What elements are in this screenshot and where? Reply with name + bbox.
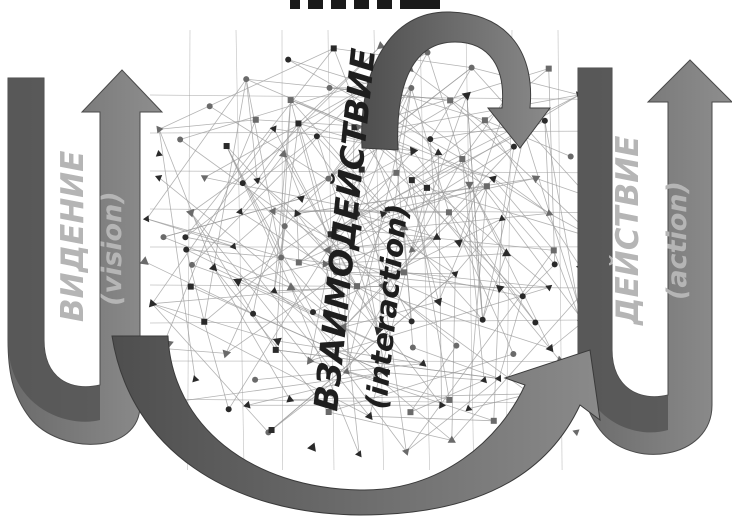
network-node: [407, 409, 413, 415]
network-node: [296, 259, 302, 265]
network-link: [427, 188, 595, 239]
network-node: [568, 153, 574, 159]
network-node: [310, 309, 316, 315]
network-node: [253, 117, 259, 123]
network-node: [270, 287, 277, 294]
vision-label-en: (vision): [97, 191, 128, 306]
network-node: [542, 118, 548, 124]
network-link: [159, 48, 334, 129]
network-node: [295, 120, 301, 126]
network-node: [189, 262, 195, 268]
network-node: [273, 347, 279, 353]
network-node: [409, 177, 415, 183]
network-node: [224, 143, 230, 149]
network-link: [297, 214, 299, 263]
action-label-ru: ДЕЙСТВИЕ: [610, 136, 646, 326]
network-link: [147, 219, 234, 247]
action-loop-arrow: [578, 60, 732, 454]
network-node: [365, 412, 373, 420]
network-node: [424, 185, 430, 191]
network-link: [240, 154, 283, 211]
network-node: [307, 443, 316, 452]
network-node: [273, 338, 282, 346]
network-node: [252, 377, 258, 383]
network-node: [393, 170, 399, 176]
network-node: [551, 247, 557, 253]
network-link: [545, 121, 581, 323]
network-node: [510, 351, 516, 357]
network-node: [453, 343, 459, 349]
network-node: [446, 397, 452, 403]
network-node: [314, 133, 320, 139]
network-node: [480, 317, 486, 323]
action-label-en: (action): [662, 181, 693, 300]
network-node: [447, 97, 453, 103]
network-link: [386, 373, 485, 381]
network-link: [412, 180, 560, 360]
network-node: [201, 319, 207, 325]
network-node: [177, 136, 183, 142]
network-node: [572, 429, 579, 436]
network-node: [491, 418, 497, 424]
network-node: [552, 261, 558, 267]
network-node: [410, 344, 416, 350]
network-link: [329, 412, 452, 440]
network-node: [288, 97, 294, 103]
network-node: [156, 150, 163, 157]
network-node: [182, 234, 188, 240]
network-link: [549, 69, 555, 265]
network-node: [462, 92, 471, 101]
network-node: [520, 293, 526, 299]
network-node: [408, 85, 414, 91]
network-node: [243, 76, 249, 82]
network-node: [285, 57, 291, 63]
network-node: [226, 406, 232, 412]
network-node: [282, 223, 288, 229]
network-node: [269, 427, 275, 433]
top-clipped-shape: [290, 0, 440, 9]
network-link: [162, 348, 226, 353]
network-node: [427, 136, 433, 142]
network-node: [278, 254, 284, 260]
network-node: [482, 117, 488, 123]
network-node: [188, 284, 194, 290]
network-node: [327, 85, 333, 91]
network-node: [192, 375, 199, 382]
network-link: [449, 212, 535, 322]
network-node: [469, 65, 475, 71]
network-node: [160, 234, 166, 240]
network-node: [446, 209, 452, 215]
network-node: [546, 66, 552, 72]
network-node: [240, 180, 246, 186]
network-node: [140, 256, 149, 265]
network-node: [511, 144, 517, 150]
top-curved-arrow: [362, 12, 550, 150]
network-node: [435, 148, 443, 155]
network-node: [409, 318, 415, 324]
network-node: [155, 175, 162, 182]
network-node: [331, 45, 337, 51]
network-node: [143, 215, 149, 222]
network-node: [459, 156, 465, 162]
network-link: [413, 347, 499, 378]
network-node: [183, 247, 189, 253]
network-link: [469, 184, 550, 348]
network-node: [250, 311, 256, 317]
network-node: [532, 319, 538, 325]
vision-label-ru: ВИДЕНИЕ: [55, 151, 91, 322]
network-node: [484, 183, 490, 189]
network-node: [201, 175, 209, 182]
network-node: [243, 401, 250, 409]
network-node: [207, 103, 213, 109]
